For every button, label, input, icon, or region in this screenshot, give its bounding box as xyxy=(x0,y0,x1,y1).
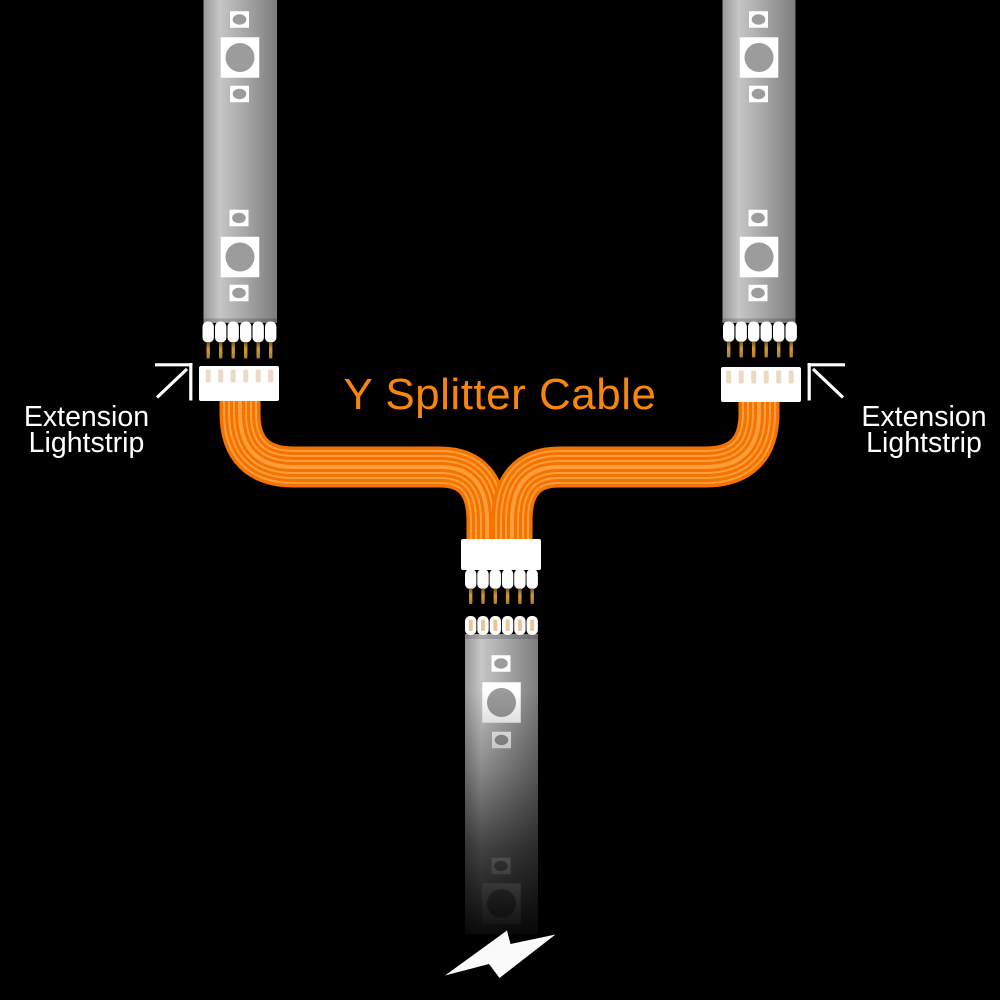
pin-slot xyxy=(268,369,274,383)
connector-pin xyxy=(481,588,485,604)
pin-slot xyxy=(505,619,510,631)
connector-pin xyxy=(469,588,473,604)
strip-top-shadow xyxy=(465,634,538,639)
resistor-body xyxy=(494,658,508,669)
strip-bottom-shadow xyxy=(722,318,796,323)
connector-finger xyxy=(477,569,489,589)
label-line: Lightstrip xyxy=(28,427,145,459)
connector-finger xyxy=(785,321,797,342)
connector-pin xyxy=(789,341,793,358)
connector-pin xyxy=(505,588,510,604)
connector-finger xyxy=(465,569,477,589)
connector-pin xyxy=(244,342,248,359)
connector-finger xyxy=(240,321,252,343)
lightning-bolt-icon xyxy=(445,930,556,978)
connector-finger xyxy=(227,321,239,343)
y-splitter-cable xyxy=(219,391,780,553)
connector-pin xyxy=(752,341,756,358)
connector-finger xyxy=(265,321,277,343)
pin-slot xyxy=(493,619,498,631)
pin-slot xyxy=(230,369,236,383)
pin-slot xyxy=(726,370,732,384)
label-line: Extension xyxy=(23,401,150,433)
pin-slot xyxy=(205,369,211,383)
arrow-up-left-icon xyxy=(807,363,845,401)
resistor-body xyxy=(751,14,766,25)
pin-slot xyxy=(530,619,535,631)
connector-pin xyxy=(739,341,743,358)
led-chip xyxy=(225,242,255,272)
pin-slot xyxy=(218,369,224,383)
pin-slot xyxy=(468,619,473,631)
pin-slot xyxy=(788,370,794,384)
strip-bottom-shadow xyxy=(203,318,277,323)
resistor-body xyxy=(232,14,247,25)
connector-finger xyxy=(215,321,227,343)
resistor-body xyxy=(232,287,246,299)
label-line: Lightstrip xyxy=(866,427,982,459)
led-chip xyxy=(225,43,255,72)
led-chip xyxy=(744,43,774,72)
resistor-body xyxy=(751,212,765,224)
connector-finger xyxy=(501,569,514,589)
connector-pin xyxy=(518,588,522,604)
pin-slot xyxy=(517,619,522,631)
connector-pin xyxy=(493,588,497,604)
connector-pin xyxy=(269,342,273,359)
label-extension-lightstrip-right: Extension Lightstrip xyxy=(849,401,999,459)
pin-slot xyxy=(481,619,485,631)
resistor-body xyxy=(751,287,765,299)
label-extension-lightstrip-left: Extension Lightstrip xyxy=(0,401,173,459)
connector-pin xyxy=(727,341,731,358)
cable-ribbon-stroke xyxy=(238,391,489,553)
connector-finger xyxy=(748,321,760,342)
pin-slot xyxy=(738,370,744,384)
connector-finger xyxy=(735,321,747,342)
connector-pin xyxy=(256,342,260,359)
pin-slot xyxy=(776,370,782,384)
connector-pin xyxy=(206,342,210,359)
connector-finger xyxy=(489,569,501,589)
connector-finger xyxy=(202,321,214,343)
connector-pin xyxy=(764,341,768,358)
resistor-body xyxy=(232,88,247,100)
connector-pin xyxy=(530,588,534,604)
pin-slot xyxy=(763,370,769,384)
connector-finger xyxy=(760,321,772,342)
page-title: Y Splitter Cable xyxy=(343,370,657,419)
connector-pin xyxy=(231,342,235,359)
connector-finger xyxy=(526,569,538,589)
connector-pin xyxy=(777,341,781,358)
cable-connector-right xyxy=(721,367,801,402)
cable-connector-center xyxy=(461,539,541,570)
led-chip xyxy=(744,242,774,272)
resistor-body xyxy=(232,212,246,224)
cable-ribbon-stroke xyxy=(510,391,761,553)
connector-finger xyxy=(252,321,264,343)
connector-slots xyxy=(205,369,794,384)
resistor-body xyxy=(751,88,766,100)
label-line: Extension xyxy=(861,401,987,433)
connector-finger xyxy=(723,321,735,342)
cable-connector-left xyxy=(199,366,279,401)
reflection-fade xyxy=(450,690,555,952)
led-components xyxy=(220,11,779,924)
arrow-up-right-icon xyxy=(155,363,193,401)
connector-pin xyxy=(219,342,223,359)
pin-slot xyxy=(751,370,757,384)
connector-pins xyxy=(202,321,797,635)
connector-finger xyxy=(773,321,785,342)
pin-slot xyxy=(255,369,261,383)
connector-finger xyxy=(514,569,526,589)
pin-slot xyxy=(243,369,249,383)
